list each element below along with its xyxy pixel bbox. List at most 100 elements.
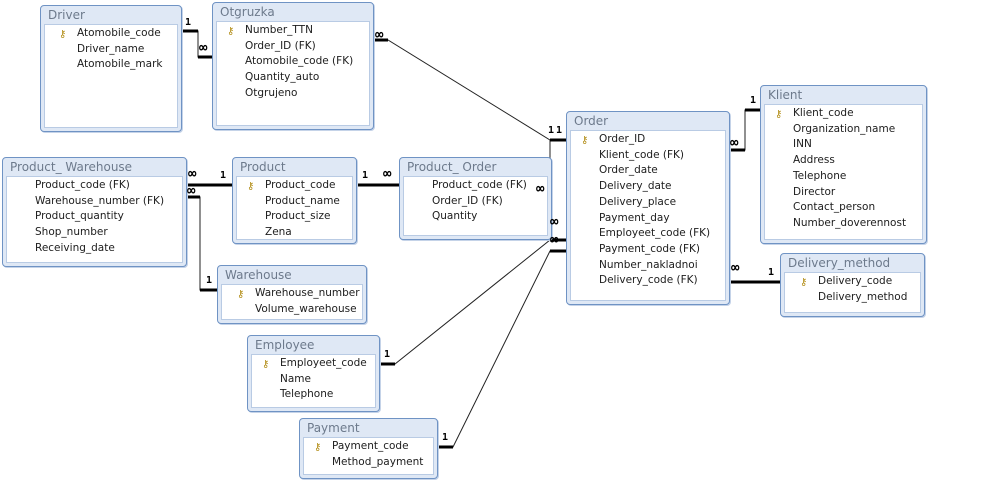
field[interactable]: Product_name <box>265 194 340 207</box>
field[interactable]: Name <box>280 372 311 385</box>
table-title[interactable]: Product <box>240 160 286 174</box>
relationship-line[interactable] <box>185 196 217 291</box>
field[interactable]: Contact_person <box>793 201 876 214</box>
field[interactable]: Order_ID (FK) <box>245 39 316 52</box>
field[interactable]: Quantity <box>432 210 478 223</box>
table-title[interactable]: Product_ Warehouse <box>10 160 133 174</box>
field[interactable]: Delivery_code (FK) <box>599 274 698 287</box>
field[interactable]: Delivery_method <box>818 290 908 303</box>
cardinality-many-label: ∞ <box>730 135 739 151</box>
field[interactable]: Product_code (FK) <box>35 179 130 191</box>
table-otgruzka[interactable]: Otgruzka ⚷ Number_TTN Order_ID (FK) Atomobil… <box>212 2 374 130</box>
field[interactable]: Volume_warehouse <box>255 302 357 315</box>
field[interactable]: Telephone <box>280 388 334 401</box>
field[interactable]: Atomobile_code (FK) <box>245 55 354 68</box>
field[interactable]: INN <box>793 138 812 151</box>
table-title[interactable]: Driver <box>48 8 85 22</box>
table-title[interactable]: Warehouse <box>225 268 292 282</box>
field[interactable]: Atomobile_code <box>77 27 161 39</box>
primary-key-icon: ⚷ <box>59 29 67 40</box>
cardinality-one-label: 1 <box>185 17 192 28</box>
relationship-line[interactable] <box>378 239 566 365</box>
primary-key-icon: ⚷ <box>800 277 808 288</box>
cardinality-many-label: ∞ <box>187 183 196 199</box>
table-title[interactable]: Payment <box>307 421 360 435</box>
table-title[interactable]: Otgruzka <box>220 5 275 19</box>
cardinality-one-label: 1 <box>220 170 227 181</box>
cardinality-one-label: 1 <box>750 95 757 106</box>
field[interactable]: Klient_code (FK) <box>599 148 684 161</box>
field[interactable]: Zena <box>265 226 292 239</box>
field[interactable]: Atomobile_mark <box>77 58 163 71</box>
primary-key-icon: ⚷ <box>237 289 245 300</box>
field[interactable]: Order_ID (FK) <box>432 194 503 207</box>
field[interactable]: Delivery_code <box>818 275 893 287</box>
field[interactable]: Method_payment <box>332 455 424 468</box>
table-title[interactable]: Product_ Order <box>407 160 497 174</box>
field[interactable]: Product_size <box>265 210 331 223</box>
field[interactable]: Address <box>793 154 835 167</box>
cardinality-many-label: ∞ <box>375 27 384 43</box>
field[interactable]: Payment_code <box>332 440 409 452</box>
field[interactable]: Telephone <box>793 169 847 182</box>
cardinality-many-label: ∞ <box>188 166 197 182</box>
table-title[interactable]: Order <box>574 114 609 128</box>
field[interactable]: Otgrujeno <box>245 86 298 99</box>
cardinality-many-label: ∞ <box>199 40 208 56</box>
field[interactable]: Payment_day <box>599 211 670 224</box>
table-title[interactable]: Klient <box>768 88 803 102</box>
field[interactable]: Product_code (FK) <box>432 179 527 191</box>
cardinality-many-label: ∞ <box>731 260 740 276</box>
field[interactable]: Organization_name <box>793 122 896 135</box>
table-title[interactable]: Delivery_method <box>788 256 891 270</box>
field[interactable]: Quantity_auto <box>245 71 320 84</box>
field[interactable]: Employeet_code <box>280 357 367 369</box>
primary-key-icon: ⚷ <box>262 359 270 370</box>
field[interactable]: Order_ID <box>599 133 646 145</box>
field[interactable]: Order_date <box>599 164 658 177</box>
cardinality-one-label: 1 <box>548 125 555 136</box>
field[interactable]: Receiving_date <box>35 241 115 254</box>
cardinality-one-label: 1 <box>556 125 563 136</box>
field[interactable]: Employeet_code (FK) <box>599 227 711 240</box>
field[interactable]: Shop_number <box>35 226 108 239</box>
cardinality-many-label: ∞ <box>550 232 559 248</box>
field[interactable]: Number_nakladnoi <box>599 258 698 271</box>
relationship-line[interactable] <box>372 39 566 141</box>
primary-key-icon: ⚷ <box>775 109 783 120</box>
field[interactable]: Warehouse_number (FK) <box>35 194 165 207</box>
primary-key-icon: ⚷ <box>314 442 322 453</box>
field[interactable]: Number_TTN <box>245 24 313 36</box>
field[interactable]: Number_doverennost <box>793 216 907 229</box>
table-title[interactable]: Employee <box>255 338 315 352</box>
field[interactable]: Product_quantity <box>35 210 124 223</box>
cardinality-one-label: 1 <box>384 349 391 360</box>
relationship-line[interactable] <box>436 250 566 448</box>
field[interactable]: Director <box>793 185 836 198</box>
cardinality-one-label: 1 <box>362 170 369 181</box>
field[interactable]: Payment_code (FK) <box>599 242 700 255</box>
field[interactable]: Product_code <box>265 179 336 191</box>
field[interactable]: Warehouse_number <box>255 287 360 299</box>
field[interactable]: Delivery_place <box>599 195 677 208</box>
primary-key-icon: ⚷ <box>227 26 235 37</box>
field[interactable]: Driver_name <box>77 42 145 55</box>
field[interactable]: Delivery_date <box>599 180 672 193</box>
field[interactable]: Klient_code <box>793 107 854 119</box>
